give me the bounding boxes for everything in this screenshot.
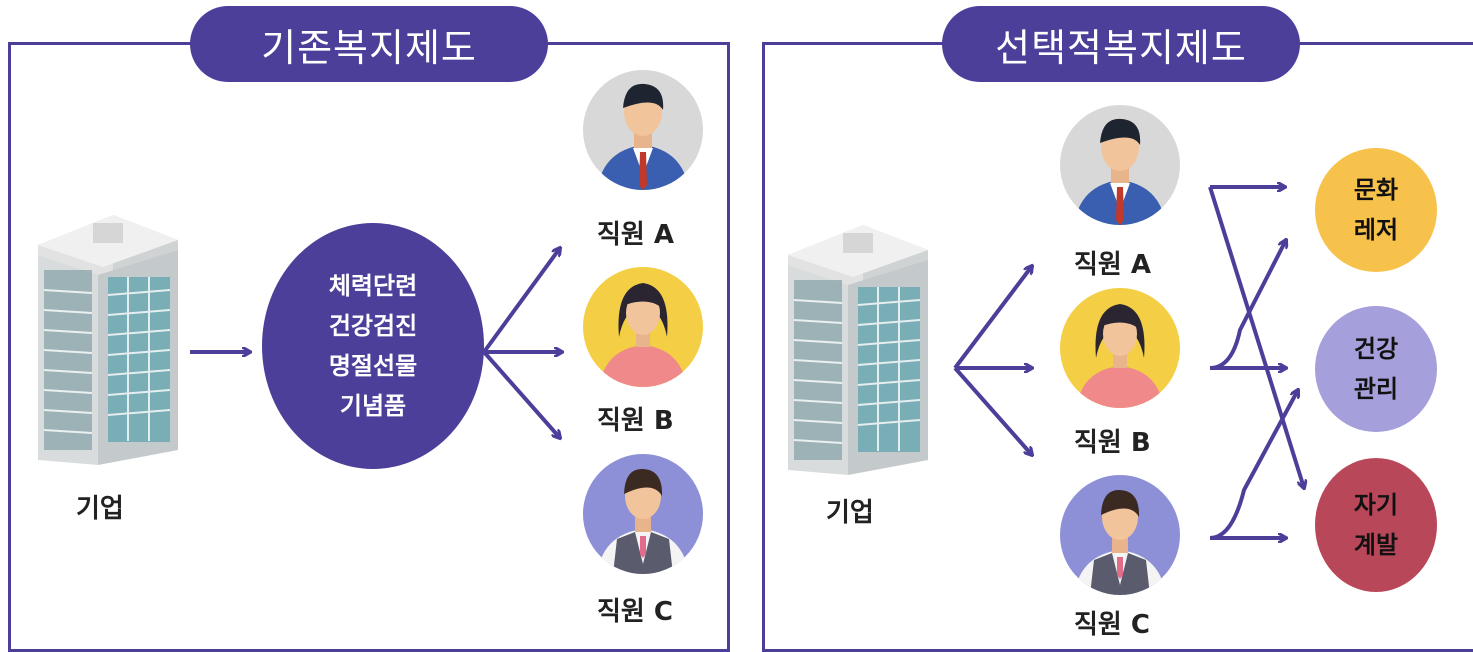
employee-b-label: 직원 B bbox=[597, 406, 674, 436]
category-line: 건강 bbox=[1353, 335, 1399, 363]
company-building-icon bbox=[37, 214, 179, 466]
employee-a-avatar bbox=[1060, 105, 1180, 225]
category-line: 문화 bbox=[1353, 176, 1399, 204]
benefits-to-employee-a-arrow bbox=[482, 248, 560, 354]
benefit-item: 명절선물 bbox=[328, 352, 418, 380]
employee-a-label: 직원 A bbox=[597, 220, 675, 250]
category-line: 자기 bbox=[1353, 491, 1399, 519]
employee-c-avatar bbox=[1060, 475, 1180, 595]
selective-welfare-title-text: 선택적복지제도 bbox=[995, 25, 1247, 70]
fixed-benefits-circle: 체력단련 건강검진 명절선물 기념품 bbox=[262, 223, 484, 469]
category-line: 관리 bbox=[1353, 375, 1399, 403]
existing-welfare-title: 기존복지제도 bbox=[190, 6, 548, 82]
company-to-employee-c-arrow bbox=[953, 366, 1032, 455]
company-label: 기업 bbox=[76, 494, 124, 524]
category-line: 레저 bbox=[1353, 216, 1399, 244]
category-line: 계발 bbox=[1353, 531, 1399, 559]
employee-b-label: 직원 B bbox=[1074, 428, 1151, 458]
self-development-category: 자기 계발 bbox=[1315, 458, 1437, 592]
employee-c-avatar bbox=[583, 454, 703, 574]
company-building-icon bbox=[787, 224, 929, 476]
benefits-to-employee-c-arrow bbox=[482, 350, 560, 438]
employee-b-avatar bbox=[583, 267, 703, 387]
company-to-employee-a-arrow bbox=[953, 266, 1032, 370]
benefit-item: 기념품 bbox=[339, 392, 407, 420]
employee-c-to-health-arrow bbox=[1209, 390, 1298, 540]
employee-a-label: 직원 A bbox=[1074, 250, 1152, 280]
employee-c-label: 직원 C bbox=[1074, 610, 1150, 640]
employee-a-avatar bbox=[583, 70, 703, 190]
company-label: 기업 bbox=[826, 498, 874, 528]
benefit-item: 건강검진 bbox=[328, 312, 418, 340]
existing-welfare-title-text: 기존복지제도 bbox=[261, 25, 477, 70]
selective-welfare-title: 선택적복지제도 bbox=[942, 6, 1300, 82]
benefit-item: 체력단련 bbox=[328, 272, 418, 300]
employee-c-label: 직원 C bbox=[597, 597, 673, 627]
employee-a-to-selfdev-arrow bbox=[1208, 186, 1304, 488]
employee-b-avatar bbox=[1060, 288, 1180, 408]
health-care-category: 건강 관리 bbox=[1315, 306, 1437, 432]
culture-leisure-category: 문화 레저 bbox=[1315, 148, 1437, 272]
